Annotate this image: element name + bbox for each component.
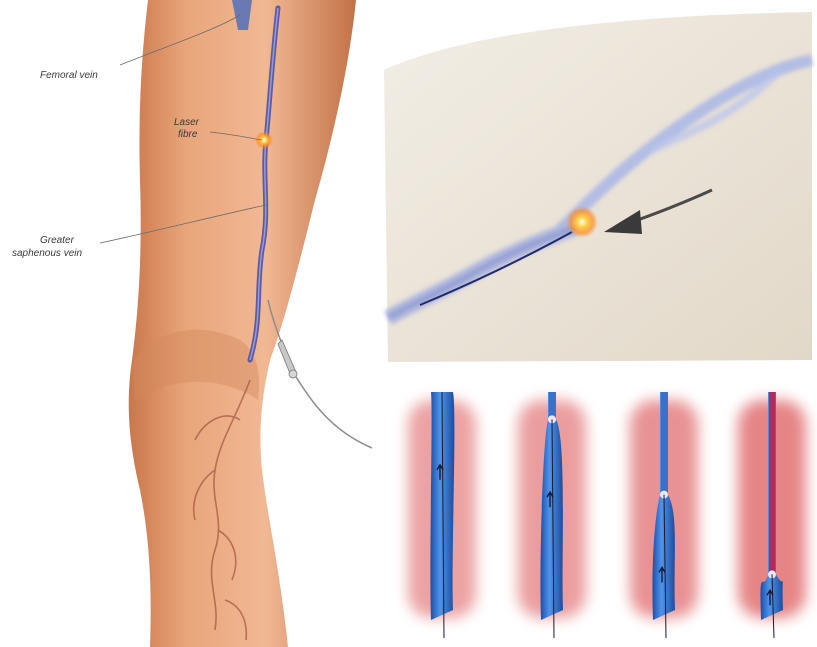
leg-illustration <box>129 0 372 647</box>
label-saphenous-2: saphenous vein <box>12 248 82 259</box>
laser-fibre-line <box>268 300 372 448</box>
label-femoral-vein: Femoral vein <box>40 70 98 81</box>
vessel-stage-1 <box>408 392 476 638</box>
label-saphenous-1: Greater <box>40 235 75 246</box>
laser-tip-glow <box>255 131 273 149</box>
treated-segment <box>549 392 555 419</box>
vessel-stage-4 <box>738 392 806 638</box>
vessel-stage-2 <box>518 392 586 638</box>
treated-segment <box>661 392 667 495</box>
vessel-closure-stages <box>408 392 806 638</box>
vessel-stage-3 <box>630 392 698 638</box>
treated-segment <box>769 392 775 574</box>
inset-laser-glow <box>566 206 598 238</box>
leg-shape <box>129 0 356 647</box>
label-laser-fibre-1: Laser <box>174 117 200 128</box>
label-laser-fibre-2: fibre <box>178 129 198 140</box>
inset-vein-closeup <box>384 12 812 362</box>
